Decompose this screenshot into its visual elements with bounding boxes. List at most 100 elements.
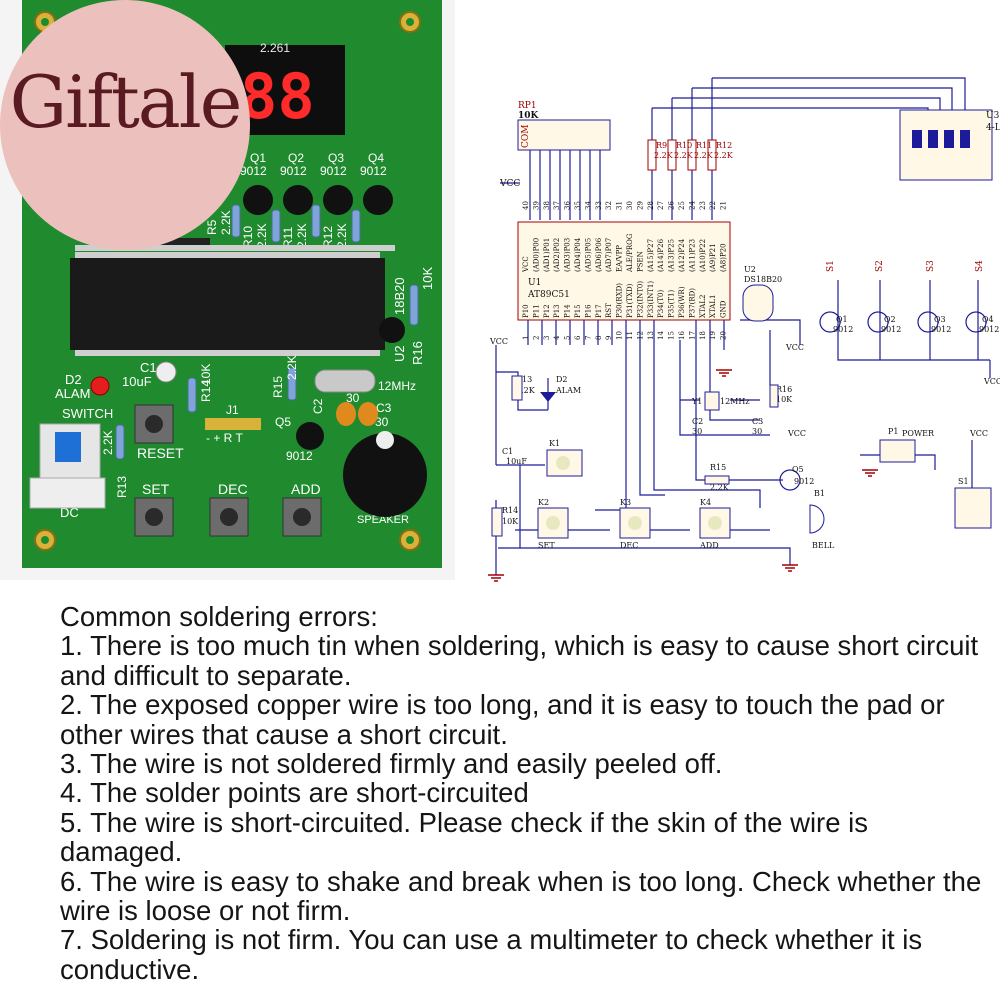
mcu-chip	[70, 258, 385, 350]
mcu-top-pin-label: (A13)P25	[668, 239, 676, 272]
mcu-bottom-pin-label: P32(INT0)	[636, 281, 644, 318]
mcu-top-pin-number: 22	[709, 201, 717, 210]
svg-text:9012: 9012	[794, 477, 814, 486]
svg-text:R11: R11	[696, 141, 712, 150]
svg-text:10K: 10K	[518, 111, 540, 121]
mcu-top-pin-label: (AD0)P00	[532, 238, 540, 272]
mcu-bottom-pin-number: 4	[553, 335, 561, 340]
svg-text:K2: K2	[538, 498, 549, 507]
mcu-top-pin-label: (A8)P20	[720, 243, 728, 272]
svg-text:10uF: 10uF	[122, 374, 152, 389]
svg-text:10K: 10K	[502, 517, 519, 526]
svg-text:Q5: Q5	[275, 415, 291, 429]
svg-text:D2: D2	[556, 375, 568, 384]
transistor-q2	[283, 185, 313, 215]
svg-text:DEC: DEC	[218, 481, 248, 497]
mcu-top-pin-label: (A12)P24	[678, 238, 686, 272]
mcu-bottom-pin-number: 12	[636, 331, 644, 340]
svg-text:12MHz: 12MHz	[720, 397, 750, 406]
svg-text:2.2K: 2.2K	[694, 151, 714, 160]
mcu-bottom-pin-number: 5	[564, 336, 572, 340]
mcu-top-pin-label: (AD4)P04	[574, 237, 582, 272]
mcu-top-pin-label: (A15)P27	[647, 239, 655, 272]
brand-logo-text: Giftale	[9, 60, 243, 144]
mcu-bottom-pin-label: GND	[720, 300, 728, 318]
svg-text:RESET: RESET	[137, 445, 184, 461]
svg-text:R12: R12	[716, 141, 732, 150]
svg-text:R16: R16	[776, 385, 792, 394]
note-item: 4. The solder points are short-circuited	[60, 777, 529, 809]
mcu-bottom-pin-number: 15	[668, 331, 676, 340]
svg-text:Q3: Q3	[934, 315, 946, 324]
svg-text:S3: S3	[926, 260, 936, 272]
svg-text:K4: K4	[700, 498, 711, 507]
svg-text:Y1: Y1	[691, 397, 702, 406]
svg-text:VCC: VCC	[785, 343, 804, 352]
resistor-r11	[311, 204, 321, 238]
svg-text:10K: 10K	[776, 395, 793, 404]
mcu-bottom-pin-number: 2	[532, 336, 540, 340]
mcu-bottom-pin-number: 17	[688, 331, 696, 340]
svg-text:B1: B1	[814, 489, 825, 498]
mcu-top-pin-label: (AD6)P06	[595, 237, 603, 272]
svg-text:R5: R5	[205, 219, 219, 235]
mcu-top-pin-number: 33	[595, 201, 603, 210]
mcu-top-pin-label: (AD1)P01	[543, 238, 551, 272]
mcu-top-pin-number: 32	[605, 201, 613, 210]
mcu-bottom-pin-label: P36(WR)	[678, 286, 686, 318]
mcu-top-pin-number: 25	[678, 201, 686, 210]
notes-heading: Common soldering errors:	[60, 601, 378, 632]
svg-text:J1: J1	[226, 403, 239, 417]
display-digits: 88	[240, 60, 315, 133]
svg-text:SET: SET	[142, 481, 170, 497]
svg-text:2.2K: 2.2K	[674, 151, 694, 160]
mcu-bottom-pin-number: 20	[720, 331, 728, 340]
svg-text:Q4: Q4	[368, 151, 384, 165]
mcu-top-pin-number: 27	[657, 201, 665, 210]
mcu-bottom-pin-label: P37(RD)	[688, 288, 696, 318]
svg-text:R10: R10	[241, 226, 255, 248]
svg-text:9012: 9012	[320, 164, 347, 178]
mcu-top-pin-number: 28	[647, 201, 655, 210]
mcu-bottom-pin-label: P35(T1)	[668, 290, 676, 318]
svg-text:Q2: Q2	[288, 151, 304, 165]
mcu-bottom-pin-number: 9	[605, 336, 613, 340]
mcu-top-pin-number: 31	[616, 201, 624, 210]
svg-text:R15: R15	[271, 376, 285, 398]
mcu-bottom-pin-label: P10	[522, 304, 530, 318]
mcu-top-pin-label: (A14)P26	[657, 238, 665, 272]
mcu-bottom-pin-label: XTAL2	[699, 295, 707, 318]
svg-text:S1: S1	[826, 260, 836, 272]
mcu-top-pin-label: EA/VPP	[616, 245, 624, 272]
temperature-sensor	[379, 317, 405, 343]
note-item: 2. The exposed copper wire is too long, …	[60, 689, 945, 750]
mcu-bottom-pin-label: P33(INT1)	[647, 281, 655, 318]
svg-text:30: 30	[692, 427, 702, 436]
svg-text:VCC: VCC	[499, 179, 520, 189]
svg-text:ALAM: ALAM	[55, 386, 90, 401]
svg-text:2.2K: 2.2K	[710, 483, 730, 492]
mcu-top-pin-number: 21	[720, 201, 728, 210]
svg-text:9012: 9012	[286, 449, 313, 463]
svg-text:POWER: POWER	[902, 429, 935, 438]
mcu-bottom-pin-label: RST	[605, 303, 613, 318]
mcu-bottom-pin-label: P13	[553, 304, 561, 318]
svg-text:Q4: Q4	[982, 315, 994, 324]
mcu-bottom-pin-number: 16	[678, 331, 686, 340]
svg-text:S1: S1	[958, 477, 969, 486]
mcu-bottom-pin-label: P14	[564, 304, 572, 318]
svg-text:10uF: 10uF	[506, 457, 527, 466]
mcu-bottom-pin-number: 11	[626, 331, 634, 340]
svg-text:2.2K: 2.2K	[255, 223, 269, 248]
svg-text:DEC: DEC	[620, 541, 638, 550]
resistor-r10	[271, 209, 281, 243]
svg-text:2.2K: 2.2K	[285, 355, 299, 380]
mcu-top-pin-label: (AD5)P05	[584, 238, 592, 272]
svg-text:Q1: Q1	[250, 151, 266, 165]
mcu-bottom-pin-number: 19	[709, 331, 717, 340]
svg-text:Q2: Q2	[884, 315, 896, 324]
resistor-r12	[351, 209, 361, 243]
circuit-schematic: RP1 10K COM VCC R9 R10 R11 R12 2.2K 2.2K…	[488, 77, 1000, 582]
svg-text:30: 30	[375, 415, 389, 429]
svg-text:ADD: ADD	[699, 541, 719, 550]
